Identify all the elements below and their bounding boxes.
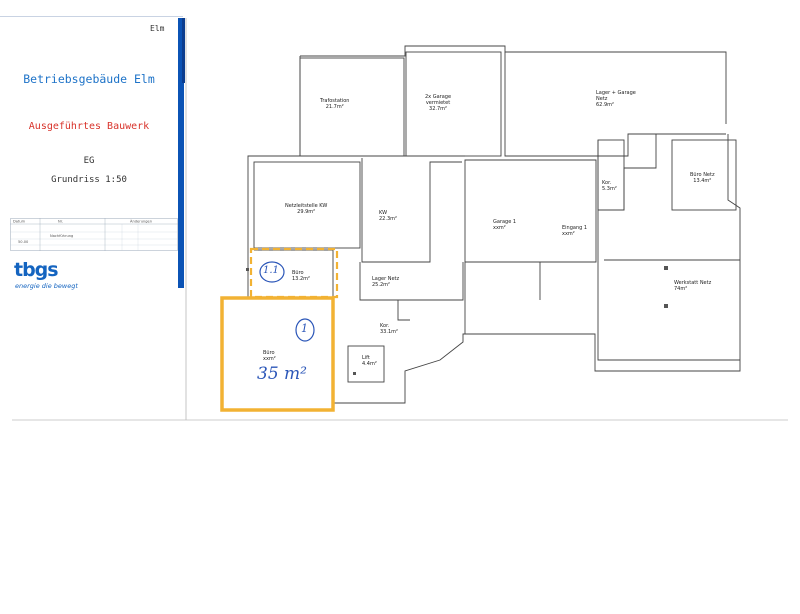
room-area: 33.1m² (380, 329, 399, 335)
room-name: Lager Netz (372, 276, 400, 282)
room-lift: Lift 4.4m² (362, 355, 377, 367)
room-name: Lift (362, 355, 370, 361)
annotation-circle-1: 1 (301, 322, 308, 335)
room-name: Lager + Garage (596, 90, 636, 96)
revision-table-value: 50.00 (18, 240, 29, 244)
room-eingang-1: Eingang 1 xxm² (562, 225, 587, 237)
room-name: KW (379, 210, 388, 216)
room-area: xxm² (493, 225, 506, 231)
room-area: 5.3m² (602, 186, 617, 192)
title-block-accent-bar (178, 18, 184, 288)
room-buero-netz: Büro Netz 13.4m² (690, 172, 715, 184)
company-logo: tbgs (14, 259, 59, 281)
drawing-status: Ausgeführtes Bauwerk (28, 121, 150, 132)
room-name: Werkstatt Netz (674, 280, 712, 286)
revision-table-col-date: Datum (13, 220, 26, 224)
room-area: 74m² (674, 286, 688, 292)
room-buero-small: Büro 13.2m² (292, 270, 310, 282)
room-area: 22.3m² (379, 216, 398, 222)
room-area: 25.2m² (372, 282, 391, 288)
room-name: Trafostation (320, 98, 350, 104)
room-area: 21.7m² (325, 104, 344, 110)
room-name: Büro (292, 270, 304, 276)
revision-table-col-nr: Nr. (58, 220, 63, 224)
room-area: 32.7m² (429, 106, 448, 112)
room-name: Büro (263, 350, 275, 356)
room-area: 13.2m² (292, 276, 311, 282)
room-name: Kor. (602, 180, 612, 186)
room-korridor-right: Kor. 5.3m² (602, 180, 617, 192)
title-block-accent-bar-dark (182, 18, 185, 83)
room-name: Eingang 1 (562, 225, 588, 231)
room-area: 62.9m² (596, 102, 615, 108)
room-note: vermietet (425, 100, 451, 106)
drawing-type: Grundriss 1:50 (51, 175, 127, 185)
revision-table: Änderungen Nr. Datum Nachführung 50.00 (10, 218, 178, 251)
room-area: 4.4m² (362, 361, 377, 367)
room-area: xxm² (263, 356, 276, 362)
room-name: Kor. (380, 323, 390, 329)
room-netzleitstelle: Netzleitstelle KW 29.9m² (285, 203, 327, 215)
room-name: Netzleitstelle KW (285, 203, 328, 209)
room-note: Netz (596, 96, 608, 102)
room-trafostation: Trafostation 21.7m² (320, 98, 349, 110)
room-korridor-center: Kor. 33.1m² (380, 323, 398, 335)
room-lager-netz: Lager Netz 25.2m² (372, 276, 399, 288)
room-name: Garage 1 (493, 219, 517, 225)
room-garage-1: Garage 1 xxm² (493, 219, 516, 231)
annotation-area-35m2: 35 m² (257, 364, 307, 384)
annotation-circle-1-1: 1.1 (263, 265, 279, 276)
room-buero-large: Büro xxm² (263, 350, 276, 362)
company-tagline: energie die bewegt (15, 282, 78, 290)
room-werkstatt-netz: Werkstatt Netz 74m² (674, 280, 711, 292)
revision-table-header: Änderungen (130, 219, 152, 224)
title-block (0, 16, 184, 288)
title-block-border (0, 16, 183, 17)
building-title: Betriebsgebäude Elm (23, 72, 155, 86)
project-code: Elm (150, 24, 165, 33)
room-area: xxm² (562, 231, 575, 237)
room-kw: KW 22.3m² (379, 210, 397, 222)
revision-table-entry: Nachführung (50, 234, 73, 238)
room-area: 13.4m² (693, 178, 712, 184)
room-name: 2x Garage (425, 94, 452, 100)
room-lager-garage: Lager + Garage Netz 62.9m² (596, 90, 636, 108)
floor-level: EG (83, 156, 95, 166)
room-area: 29.9m² (297, 209, 316, 215)
room-garage-2x: 2x Garage vermietet 32.7m² (425, 94, 451, 112)
room-name: Büro Netz (690, 172, 715, 178)
